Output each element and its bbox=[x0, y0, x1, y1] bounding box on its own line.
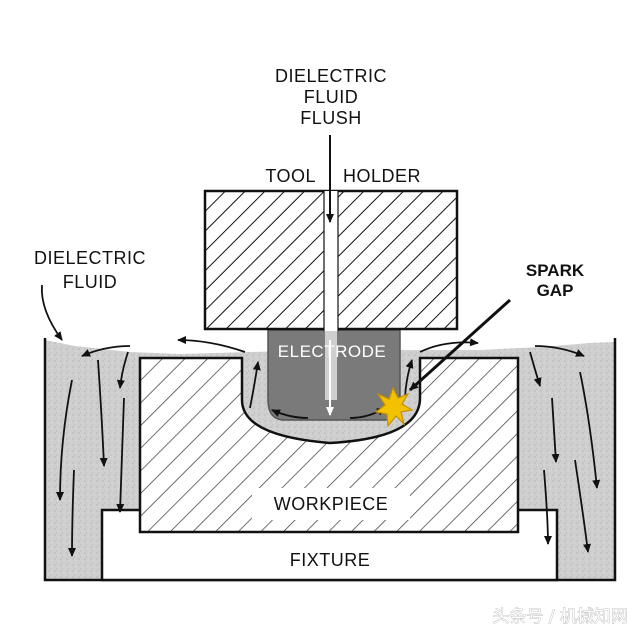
dielectric-fluid-leader bbox=[40, 284, 63, 341]
flush-label-line2: FLUID bbox=[304, 87, 359, 107]
electrode-label: ELECTRODE bbox=[278, 342, 386, 361]
workpiece bbox=[138, 356, 520, 534]
fixture-label: FIXTURE bbox=[290, 550, 371, 570]
fluid-label-line2: FLUID bbox=[63, 272, 118, 292]
holder-label: HOLDER bbox=[343, 166, 421, 186]
holder-channel bbox=[324, 191, 338, 331]
spark-gap-leader bbox=[408, 298, 512, 392]
flush-label-line3: FLUSH bbox=[300, 108, 362, 128]
spark-gap-label-line1: SPARK bbox=[526, 261, 585, 280]
workpiece-label: WORKPIECE bbox=[274, 494, 389, 514]
fluid-label-line1: DIELECTRIC bbox=[34, 248, 146, 268]
spark-icon bbox=[374, 386, 414, 428]
tool-label: TOOL bbox=[265, 166, 316, 186]
spark-gap-label-line2: GAP bbox=[537, 281, 574, 300]
watermark: 头条号 / 机械知网 bbox=[492, 607, 628, 627]
flush-label-line1: DIELECTRIC bbox=[275, 66, 387, 86]
